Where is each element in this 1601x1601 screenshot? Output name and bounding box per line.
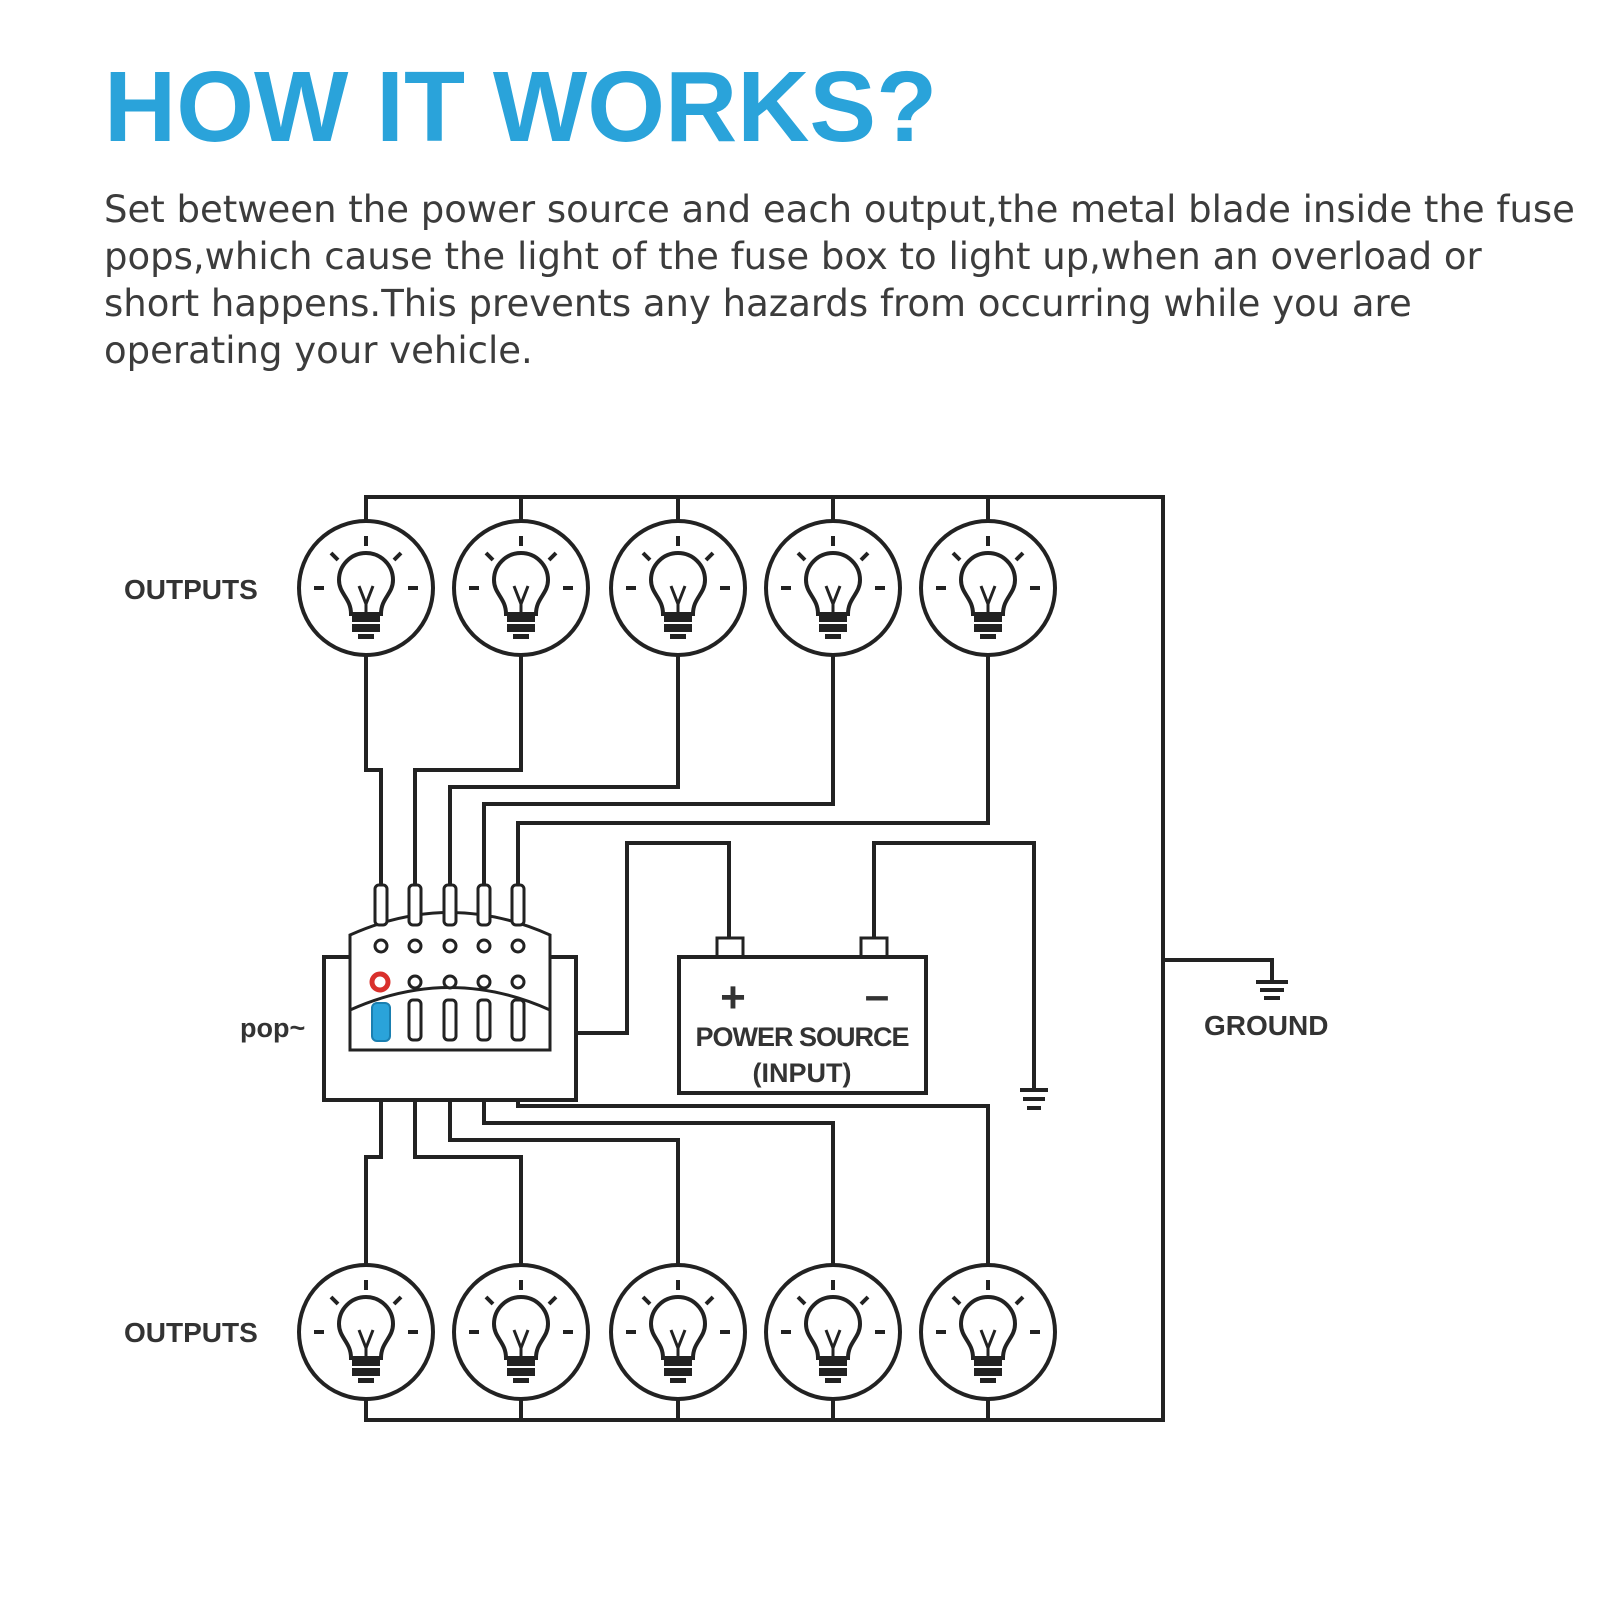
minus-terminal-label: – [865, 971, 889, 1020]
plus-terminal-label: + [720, 973, 746, 1022]
light-bulb-icon [764, 1263, 902, 1401]
outputs-bottom-label: OUTPUTS [124, 1317, 258, 1348]
output-bulb-bottom-1 [297, 1263, 435, 1401]
output-bulb-top-3 [609, 519, 747, 657]
top-output-wires [364, 655, 990, 888]
output-bulb-top-4 [764, 519, 902, 657]
fuse-box [322, 883, 578, 1102]
output-bulb-bottom-5 [919, 1263, 1057, 1401]
output-bulb-top-5 [919, 519, 1057, 657]
outputs-top-label: OUTPUTS [124, 574, 258, 605]
output-bulb-top-1 [297, 519, 435, 657]
page-title: HOW IT WORKS? [104, 51, 938, 163]
input-wires [576, 841, 1036, 1088]
output-bulb-bottom-3 [609, 1263, 747, 1401]
light-bulb-icon [452, 1263, 590, 1401]
ground-label: GROUND [1204, 1010, 1328, 1041]
input-label: (INPUT) [753, 1058, 852, 1088]
light-bulb-icon [919, 1263, 1057, 1401]
light-bulb-icon [609, 519, 747, 657]
light-bulb-icon [609, 1263, 747, 1401]
popped-indicator-light [369, 971, 391, 993]
pop-label: pop~ [240, 1013, 305, 1043]
ground-symbol-icon [1256, 980, 1288, 1000]
light-bulb-icon [919, 519, 1057, 657]
light-bulb-icon [297, 1263, 435, 1401]
ground-symbol-icon [1020, 1088, 1048, 1110]
output-bulb-bottom-2 [452, 1263, 590, 1401]
popped-fuse-icon [371, 1002, 391, 1042]
output-bulb-bottom-4 [764, 1263, 902, 1401]
power-source-battery: + – POWER SOURCE (INPUT) [677, 936, 928, 1095]
light-bulb-icon [452, 519, 590, 657]
power-source-label: POWER SOURCE [695, 1022, 908, 1052]
output-bulb-top-2 [452, 519, 590, 657]
ground-bus-wires [364, 495, 1274, 1422]
description: Set between the power source and each ou… [104, 188, 1575, 372]
light-bulb-icon [764, 519, 902, 657]
light-bulb-icon [297, 519, 435, 657]
